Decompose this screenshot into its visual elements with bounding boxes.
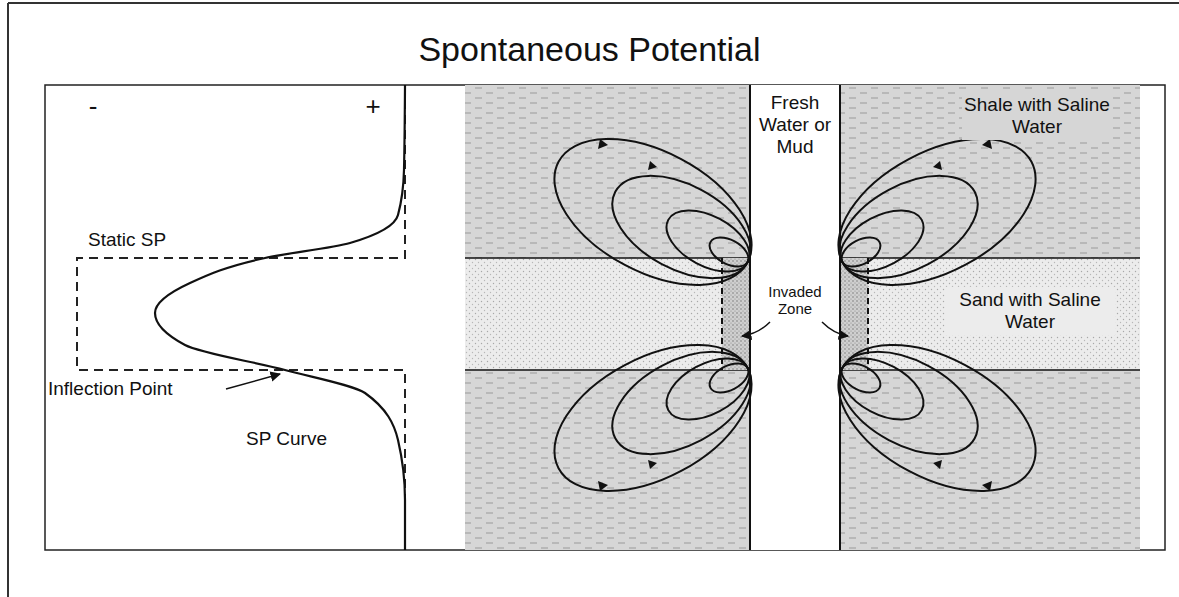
polarity-sign: + [358, 92, 388, 122]
current-loops [814, 315, 1059, 521]
polarity-sign: - [78, 92, 108, 122]
borehole-wall [749, 85, 751, 550]
leader-line [742, 322, 770, 336]
current-loops [530, 109, 775, 315]
panel-border [45, 85, 1165, 550]
borehole-wall [839, 85, 841, 550]
zone-label: Fresh Water or Mud [757, 92, 833, 158]
diagram-title: Spontaneous Potential [0, 30, 1179, 69]
curve-label: Static SP [88, 229, 208, 251]
frame-line [8, 2, 1179, 4]
sp-curve [155, 85, 405, 550]
leader-line [822, 322, 848, 336]
curve-label: SP Curve [246, 428, 356, 450]
borehole [750, 85, 840, 550]
zone-label: Shale with Saline Water [962, 92, 1112, 140]
current-loops [814, 109, 1059, 315]
current-loops [530, 315, 775, 521]
frame-line [7, 3, 9, 597]
leader-line [226, 374, 280, 389]
curve-label: Inflection Point [48, 378, 226, 400]
zone-label: Invaded Zone [757, 283, 833, 318]
shale-ground [465, 85, 1140, 550]
static-sp-line [77, 85, 405, 550]
zone-label: Sand with Saline Water [945, 287, 1115, 335]
